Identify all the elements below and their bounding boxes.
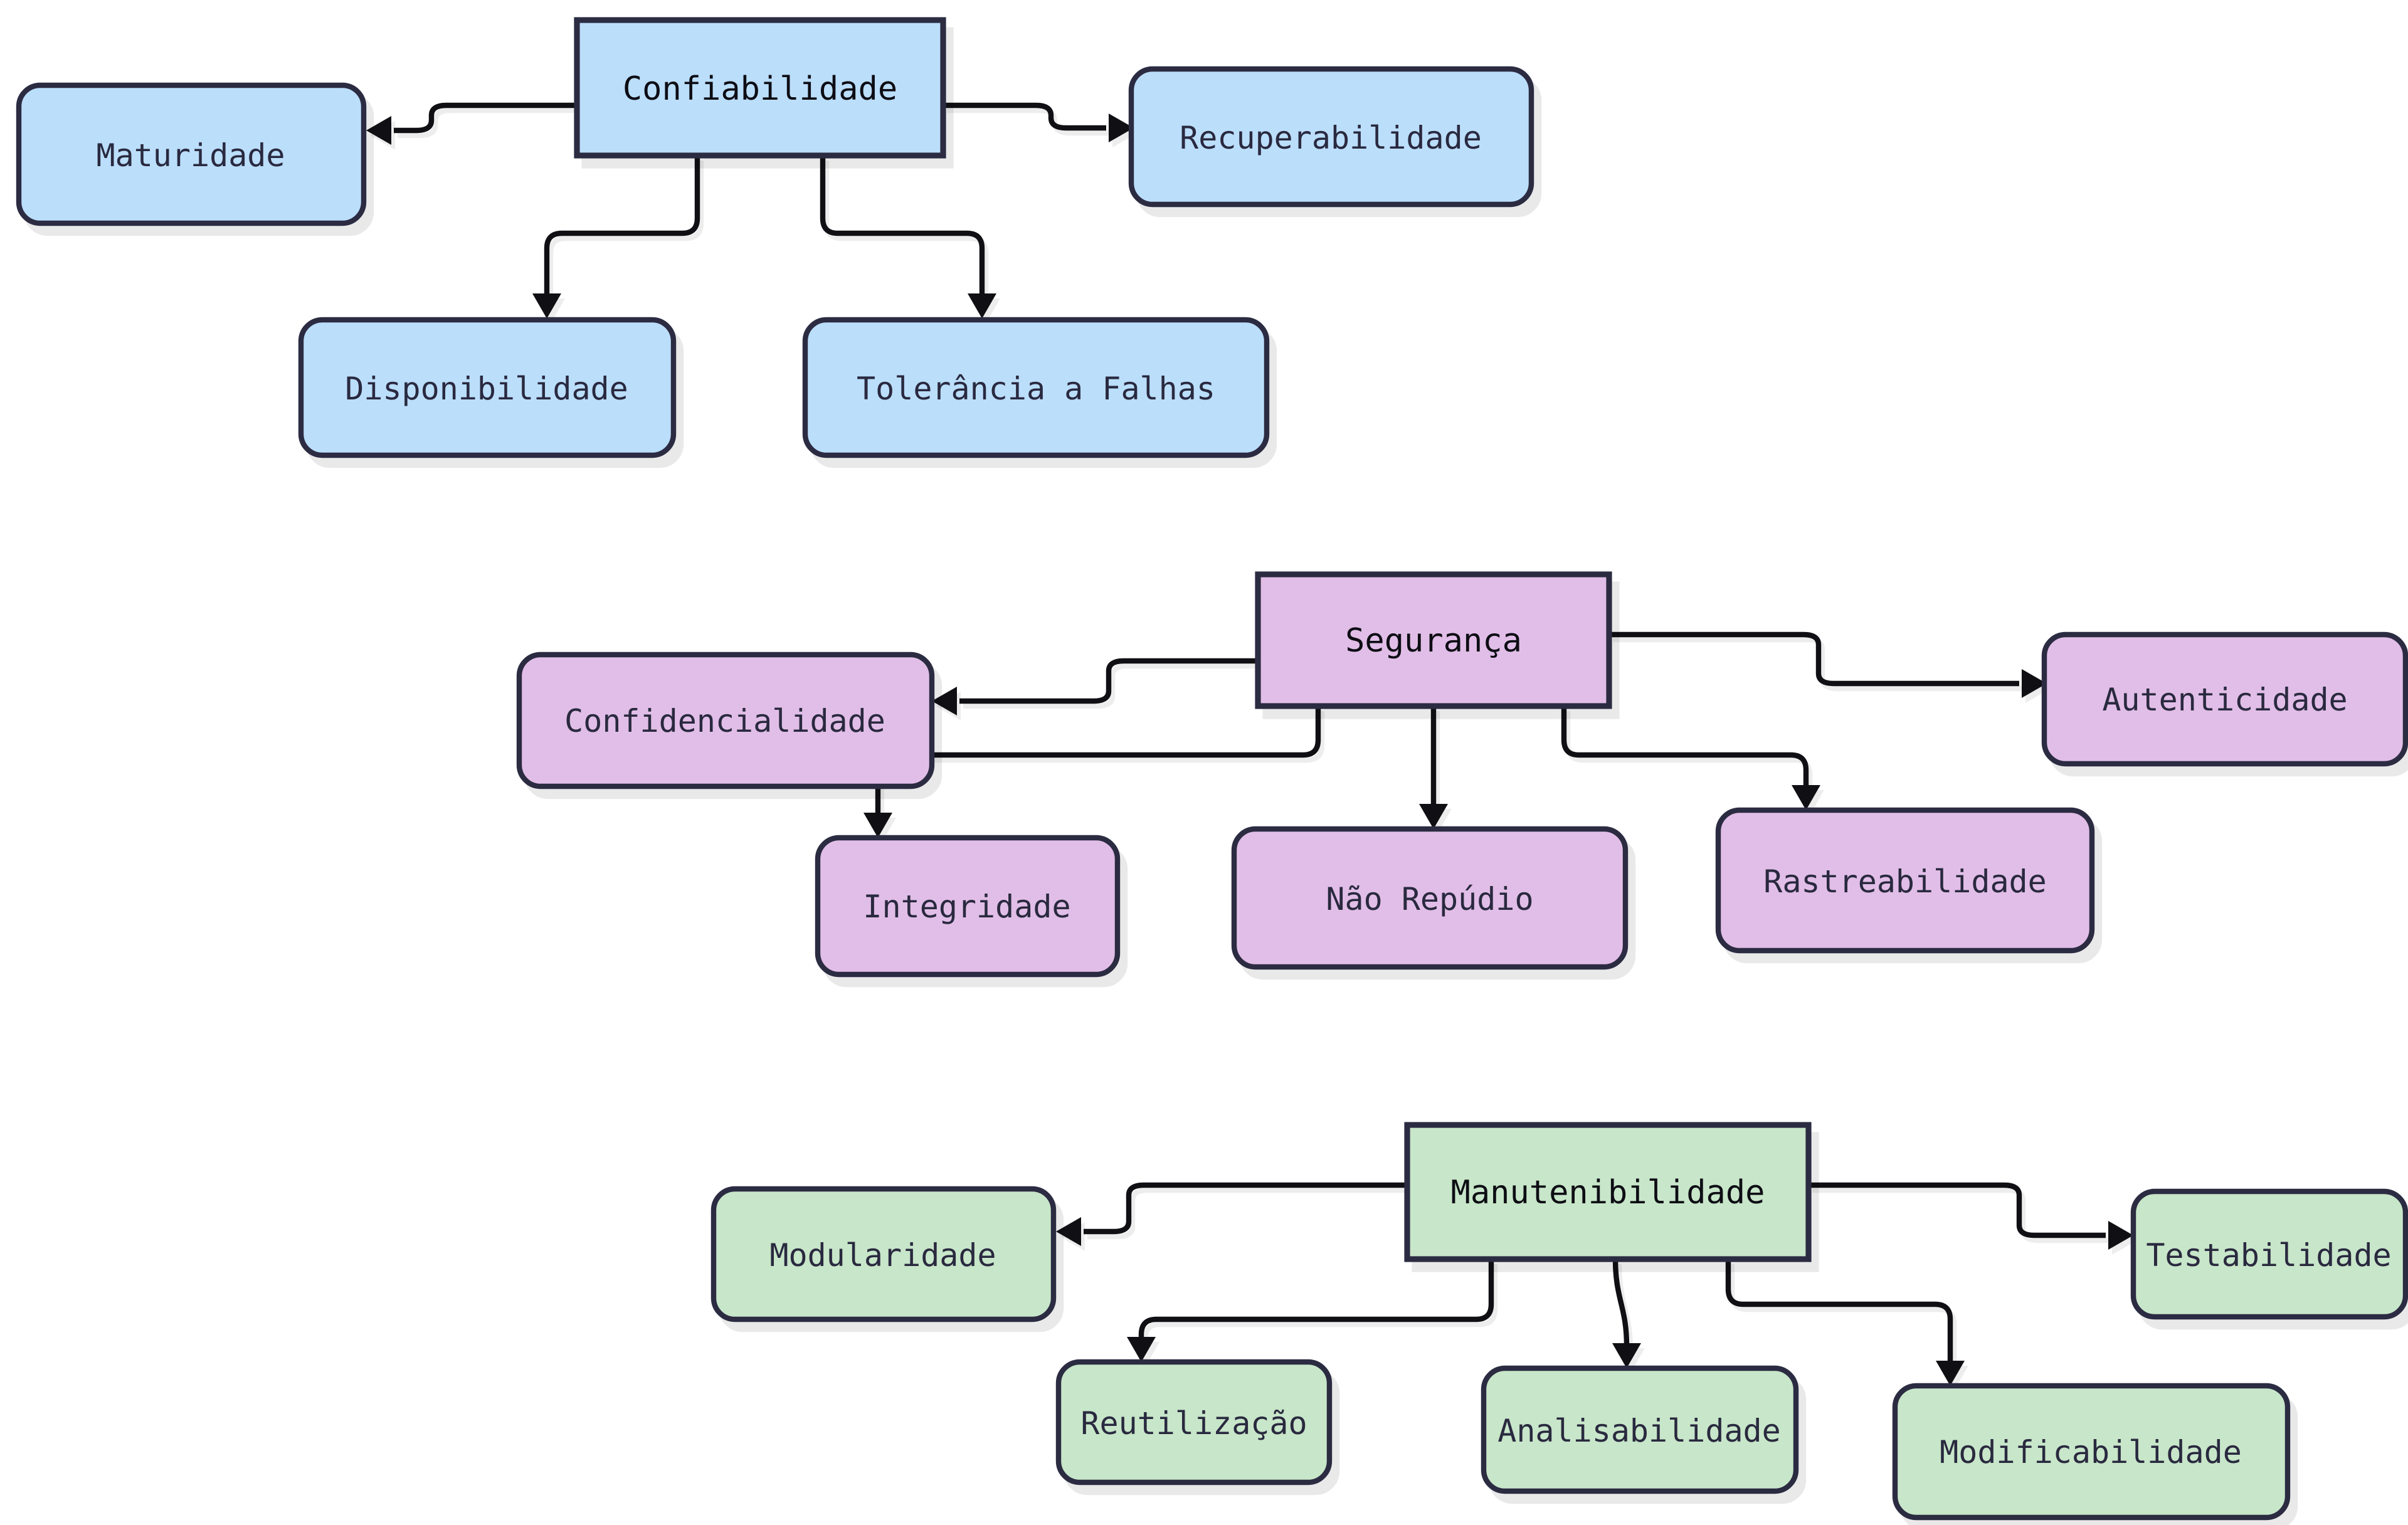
node-manutenibilidade-label: Manutenibilidade <box>1451 1174 1765 1211</box>
arrowhead-confidencialidade <box>932 687 957 715</box>
node-maturidade-box <box>16 82 367 226</box>
arrowhead-integridade <box>863 813 892 838</box>
node-testabilidade-box <box>2130 1188 2408 1320</box>
edge-manutenibilidade-analisabilidade <box>1612 1259 1630 1346</box>
node-integridade-label: Integridade <box>863 889 1070 925</box>
node-rastreabilidade-box <box>1715 807 2095 954</box>
node-reutilizacao: Reutilização <box>1055 1359 1333 1485</box>
node-disponibilidade: Disponibilidade <box>298 317 677 458</box>
node-seguranca: Segurança <box>1255 571 1612 709</box>
node-modularidade-label: Modularidade <box>769 1237 996 1274</box>
arrowhead-tolerancia <box>968 293 996 319</box>
node-tolerancia-falhas: Tolerância a Falhas <box>802 317 1270 458</box>
edge-seguranca-autenticidade <box>1609 631 2019 687</box>
node-nao-repudio-box <box>1231 826 1629 970</box>
node-confidencialidade: Confidencialidade <box>516 652 935 789</box>
node-analisabilidade-box <box>1481 1365 1799 1494</box>
arrowhead-testabilidade <box>2108 1221 2133 1250</box>
node-manutenibilidade: Manutenibilidade <box>1404 1122 1812 1262</box>
node-recuperabilidade-label: Recuperabilidade <box>1180 120 1482 156</box>
arrowhead-reutilizacao <box>1127 1337 1156 1362</box>
edge-manutenibilidade-modularidade <box>1084 1182 1407 1235</box>
node-recuperabilidade: Recuperabilidade <box>1128 66 1534 208</box>
arrowhead-modificabilidade <box>1936 1361 1965 1386</box>
node-confiabilidade-label: Confiabilidade <box>623 70 897 108</box>
node-modularidade: Modularidade <box>710 1186 1057 1322</box>
edge-seguranca-rastreabilidade <box>1561 706 1809 788</box>
arrowhead-nao-repudio <box>1419 804 1448 829</box>
arrowhead-disponibilidade <box>532 293 561 319</box>
node-autenticidade-label: Autenticidade <box>2102 682 2347 718</box>
arrowhead-rastreabilidade <box>1792 785 1820 810</box>
arrowhead-autenticidade <box>2022 669 2047 698</box>
edge-seguranca-integridade <box>875 706 1321 815</box>
node-disponibilidade-label: Disponibilidade <box>345 371 628 407</box>
node-modificabilidade: Modificabilidade <box>1892 1383 2291 1521</box>
edge-manutenibilidade-modificabilidade <box>1725 1259 1953 1363</box>
node-integridade-box <box>815 835 1121 978</box>
node-modularidade-box <box>710 1186 1057 1322</box>
edge-manutenibilidade-testabilidade <box>1809 1182 2106 1238</box>
node-seguranca-label: Segurança <box>1345 622 1522 660</box>
edge-confiabilidade-recuperabilidade <box>943 102 1106 131</box>
node-nao-repudio: Não Repúdio <box>1231 826 1629 970</box>
node-confiabilidade: Confiabilidade <box>574 17 946 159</box>
node-manutenibilidade-box <box>1404 1122 1812 1262</box>
node-analisabilidade: Analisabilidade <box>1481 1365 1799 1494</box>
node-seguranca-box <box>1255 571 1612 709</box>
node-reutilizacao-label: Reutilização <box>1080 1405 1307 1442</box>
node-maturidade-label: Maturidade <box>96 137 285 174</box>
node-testabilidade: Testabilidade <box>2130 1188 2408 1320</box>
node-nao-repudio-label: Não Repúdio <box>1326 881 1533 917</box>
node-autenticidade: Autenticidade <box>2041 631 2408 767</box>
node-maturidade: Maturidade <box>16 82 367 226</box>
node-autenticidade-box <box>2041 631 2408 767</box>
node-rastreabilidade: Rastreabilidade <box>1715 807 2095 954</box>
arrowhead-analisabilidade <box>1612 1343 1641 1368</box>
node-confidencialidade-box <box>516 652 935 789</box>
node-rastreabilidade-label: Rastreabilidade <box>1763 863 2047 900</box>
node-tolerancia-falhas-box <box>802 317 1270 458</box>
arrowhead-maturidade <box>366 116 391 145</box>
edge-manutenibilidade-reutilizacao <box>1138 1259 1494 1339</box>
edge-confiabilidade-tolerancia <box>820 156 985 296</box>
edge-confiabilidade-maturidade <box>394 102 577 134</box>
node-confidencialidade-label: Confidencialidade <box>564 703 885 739</box>
arrowhead-recuperabilidade <box>1109 113 1134 142</box>
node-testabilidade-label: Testabilidade <box>2146 1237 2391 1274</box>
node-reutilizacao-box <box>1055 1359 1333 1485</box>
node-analisabilidade-label: Analisabilidade <box>1497 1413 1781 1449</box>
edge-confiabilidade-disponibilidade <box>544 156 700 296</box>
node-integridade: Integridade <box>815 835 1121 978</box>
node-modificabilidade-label: Modificabilidade <box>1940 1434 2242 1470</box>
edge-seguranca-confidencialidade <box>959 658 1258 704</box>
node-disponibilidade-box <box>298 317 677 458</box>
node-recuperabilidade-box <box>1128 66 1534 208</box>
node-modificabilidade-box <box>1892 1383 2291 1521</box>
node-confiabilidade-box <box>574 17 946 159</box>
node-tolerancia-falhas-label: Tolerância a Falhas <box>857 371 1215 407</box>
arrowhead-modularidade <box>1056 1217 1081 1246</box>
